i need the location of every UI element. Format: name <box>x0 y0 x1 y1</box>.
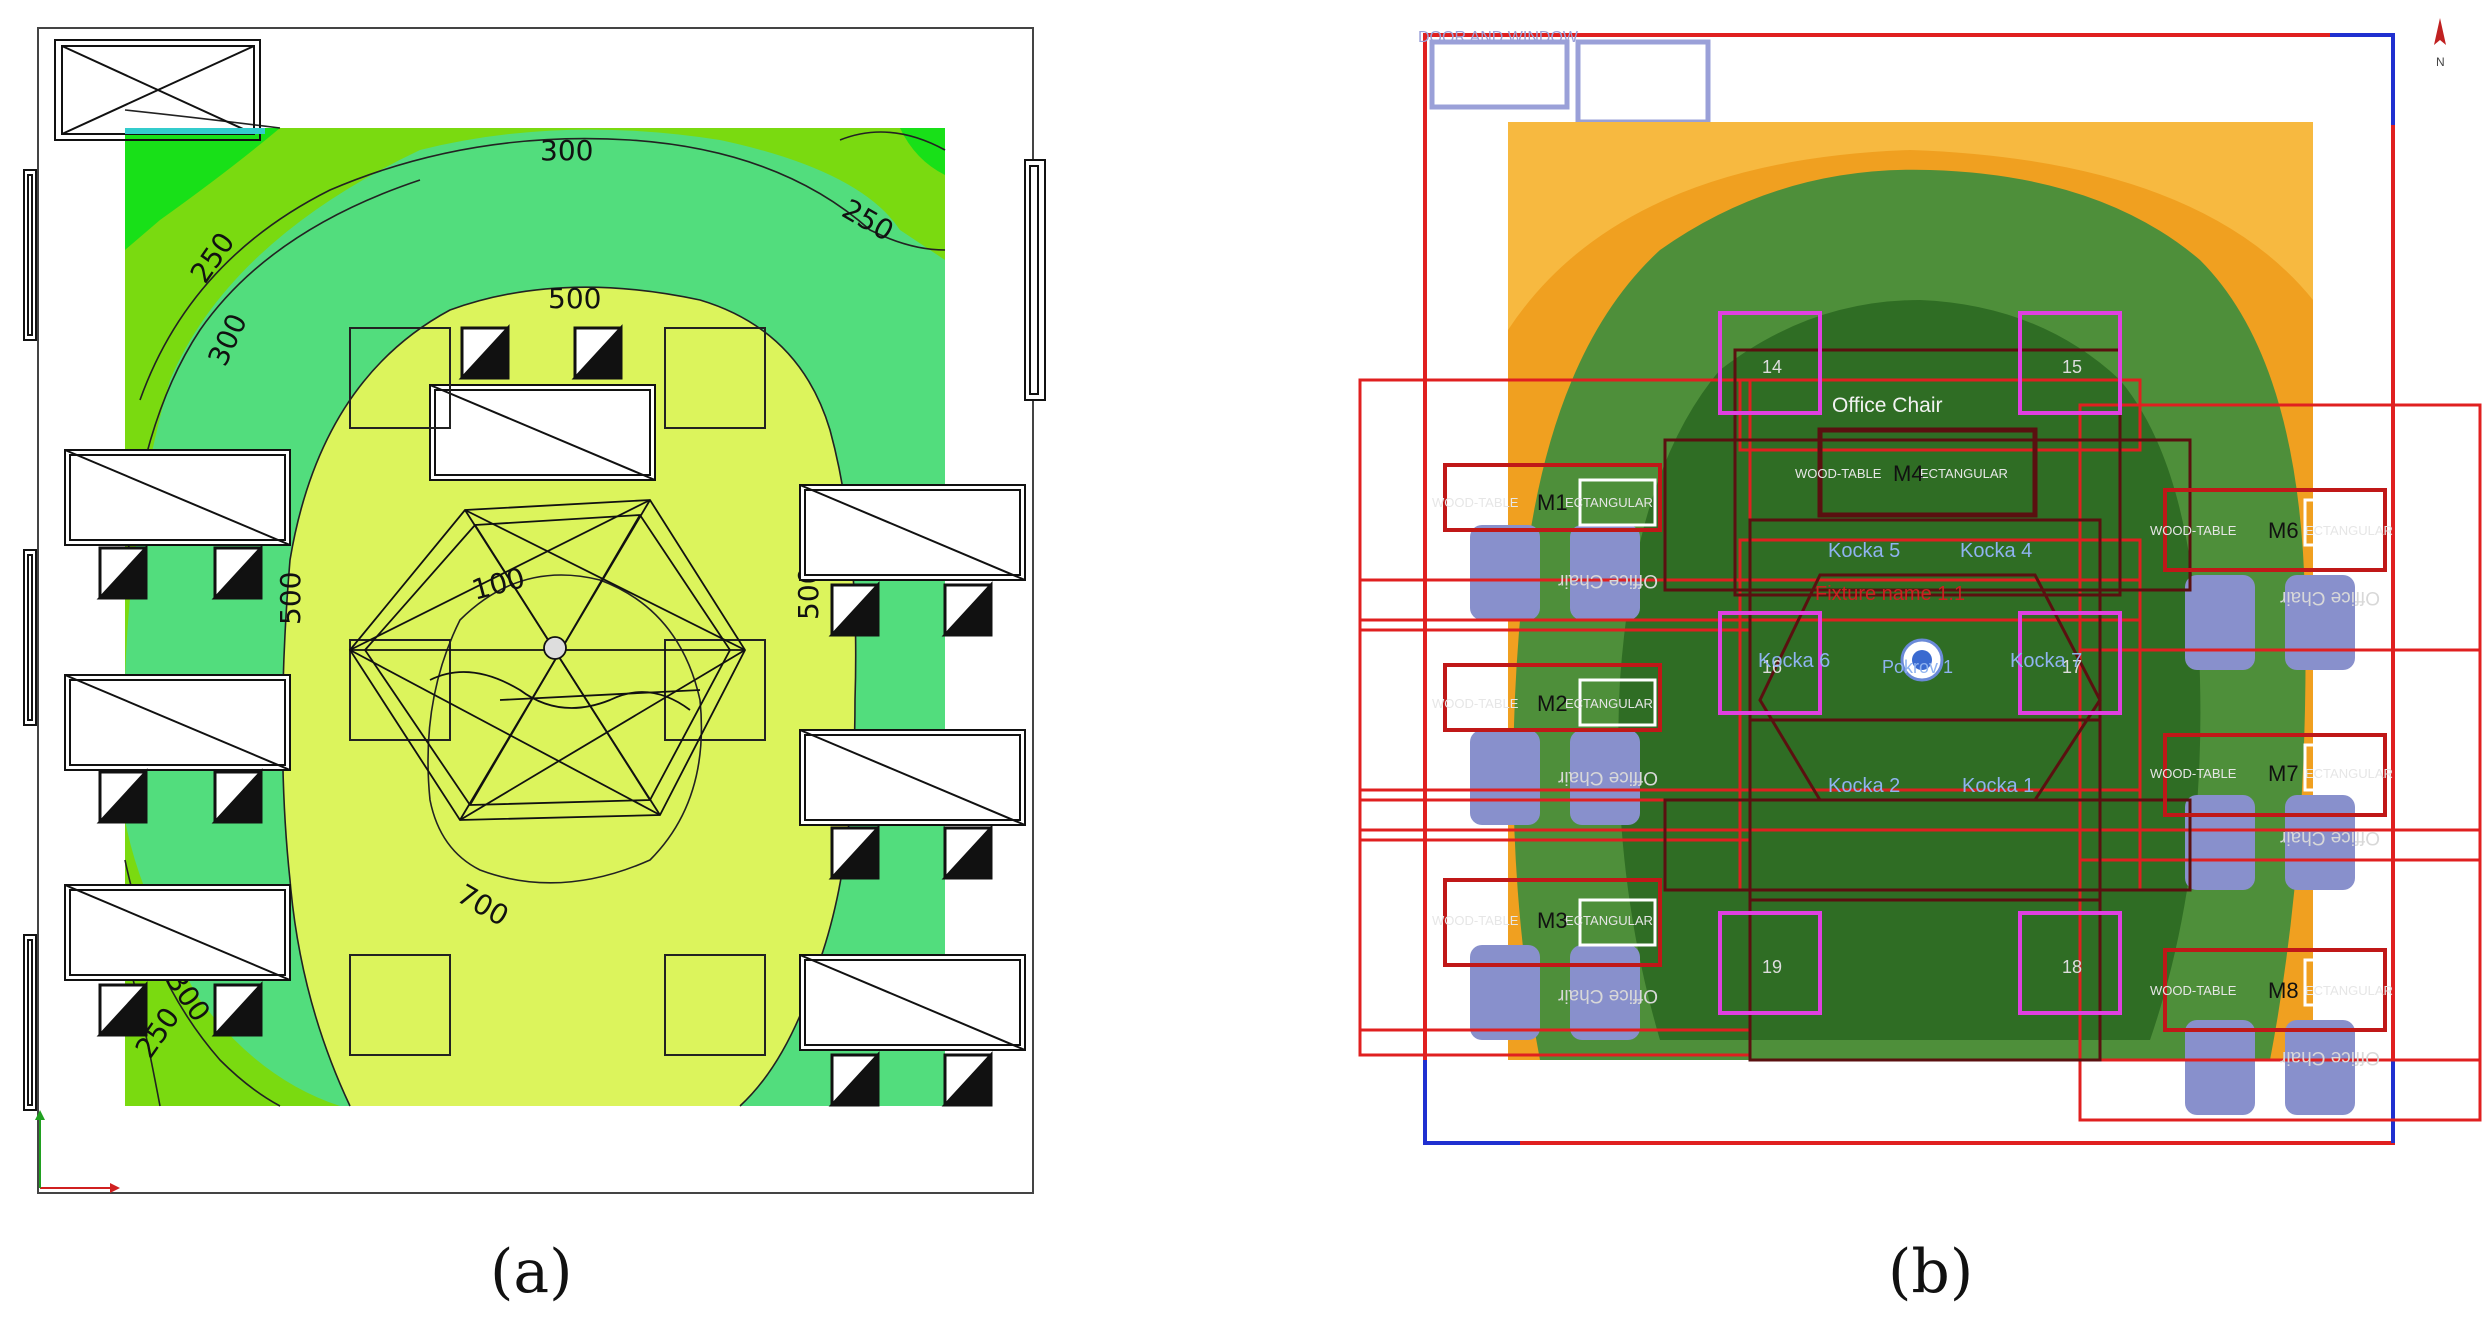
panel-b: DOOR AND WINDOW N <box>1358 18 2482 1307</box>
wood-table-label: WOOD-TABLE <box>2150 766 2237 781</box>
zone-orange-light <box>1508 122 2313 330</box>
isoline-label: 500 <box>274 572 307 625</box>
north-arrow-icon: N <box>2434 18 2446 69</box>
desks-right-a <box>799 484 1026 1051</box>
axis-marker-a <box>35 1110 120 1193</box>
chair-label-mirrored: Office Chair <box>1557 570 1658 591</box>
sensor-number: 15 <box>2062 357 2082 377</box>
kocka-label: Kocka 6 <box>1758 650 1830 672</box>
table-label-m8: M8 <box>2268 978 2299 1003</box>
chair-label-mirrored: Office Chair <box>2279 827 2380 848</box>
sensor-number: 17 <box>2062 657 2082 677</box>
zone-bright-green-corner-tr <box>900 128 945 175</box>
rectangular-label: ECTANGULAR <box>2305 523 2393 538</box>
chair-label-mirrored: Office Chair <box>1557 767 1658 788</box>
wood-table-label: WOOD-TABLE <box>2150 523 2237 538</box>
desk-white-sides-b <box>1578 478 2382 1007</box>
rectangular-label: ECTANGULAR <box>1565 495 1653 510</box>
table-label-m6: M6 <box>2268 518 2299 543</box>
rectangular-label: ECTANGULAR <box>1565 696 1653 711</box>
table-label-m3: M3 <box>1537 908 1568 933</box>
desks-b <box>1443 463 2387 1032</box>
isoline-label: 500 <box>548 282 601 315</box>
caption-b: (b) <box>1888 1237 1973 1307</box>
svg-text:N: N <box>2436 55 2445 69</box>
table-label-m2: M2 <box>1537 691 1568 716</box>
wood-table-label: WOOD-TABLE <box>1432 495 1519 510</box>
isoline-label: 300 <box>540 134 593 167</box>
sensor-number: 16 <box>1762 657 1782 677</box>
table-label-m7: M7 <box>2268 761 2299 786</box>
door-label: DOOR AND WINDOW <box>1418 29 1579 46</box>
kocka-label: Kocka 1 <box>1962 775 2034 797</box>
rectangular-label: ECTANGULAR <box>2305 983 2393 998</box>
kocka-label: Kocka 4 <box>1960 540 2032 562</box>
office-chair-label: Office Chair <box>1832 394 1943 417</box>
sensor-number: 18 <box>2062 957 2082 977</box>
wood-table-label: WOOD-TABLE <box>2150 983 2237 998</box>
window-strip-tl <box>125 128 265 134</box>
kocka-label: Kocka 2 <box>1828 775 1900 797</box>
wood-table-label: WOOD-TABLE <box>1432 696 1519 711</box>
desks-left-a <box>64 449 291 981</box>
fixture-label: Pokrov 1 <box>1882 657 1953 677</box>
fixture-name-label: Fixture name 1.1 <box>1815 583 1965 605</box>
table-label-m1: M1 <box>1537 490 1568 515</box>
sensor-squares-a <box>349 327 766 1056</box>
rectangular-label: ECTANGULAR <box>1565 913 1653 928</box>
caption-a: (a) <box>490 1237 573 1307</box>
desk-top-a <box>429 384 656 481</box>
room-corners-blue <box>1423 33 2395 1145</box>
sensor-squares-b <box>1718 311 2122 1015</box>
rectangular-label: ECTANGULAR <box>1920 466 2008 481</box>
luminaire-wireframe-a <box>348 499 747 821</box>
maroon-outlines-b <box>1663 348 2192 1062</box>
chair-label-mirrored: Office Chair <box>2279 587 2380 608</box>
wood-table-label: WOOD-TABLE <box>1795 466 1882 481</box>
kocka-label: Kocka 7 <box>2010 650 2082 672</box>
panel-a: 300 250 250 300 500 500 100 700 500 300 … <box>23 27 1046 1307</box>
fixture-icon <box>1900 638 1944 682</box>
isolines-a <box>124 109 946 1107</box>
wall-windows-a <box>23 159 1046 1111</box>
zone-bright-green-corner <box>125 128 280 250</box>
chair-label-mirrored: Office Chair <box>1557 985 1658 1006</box>
rectangular-label: ECTANGULAR <box>2305 766 2393 781</box>
kocka-label: Kocka 5 <box>1828 540 1900 562</box>
sensor-number: 14 <box>1762 357 1782 377</box>
chairs-a <box>96 324 993 1107</box>
table-label-m4: M4 <box>1893 461 1924 486</box>
sensor-number: 19 <box>1762 957 1782 977</box>
wood-table-label: WOOD-TABLE <box>1432 913 1519 928</box>
chair-label-mirrored: Office Chair <box>2279 1047 2380 1068</box>
